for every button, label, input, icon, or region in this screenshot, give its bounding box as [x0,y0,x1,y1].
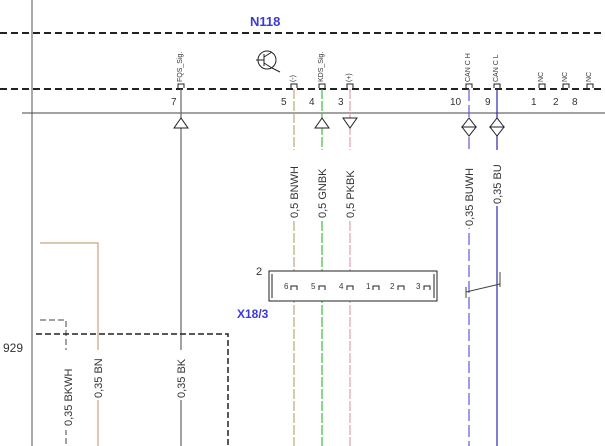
up-arrow-icon [173,117,189,129]
bidirectional-arrow-icon [460,117,478,137]
pin-number: 8 [572,97,578,108]
connector-pin-number: 5 [311,282,316,291]
pin-signal-label: CAN C H [465,53,472,82]
connector-pin-number: 3 [416,282,421,291]
wire-label: 0,5 PKBK [345,170,357,218]
pin-signal-label: (+) [346,73,353,82]
pin-signal-label: NC [586,72,593,82]
transistor-icon [256,50,281,73]
wire-label: 0,35 BUWH [464,168,476,226]
connector-pin-brackets [290,285,431,290]
pin-number: 4 [309,97,315,108]
component-label: N118 [250,14,280,29]
wire-label: 0,35 BU [492,164,504,204]
pin-signal-label: NC [562,72,569,82]
pin-number: 2 [553,97,559,108]
harness-box [36,333,229,446]
pin-signal-label: NC [538,72,545,82]
connector-pin-number: 4 [339,282,344,291]
wire-label: 0,35 BKWH [63,368,75,426]
pin-signal-label: CAN C L [493,54,500,82]
pin-number: 7 [171,97,177,108]
pin-number: 5 [281,97,287,108]
connector-side-number: 2 [256,266,262,278]
pin-number: 1 [531,97,537,108]
twisted-pair-icon [465,272,501,298]
ground-ref-label: 929 [3,341,23,355]
connector-pin-number: 1 [366,282,371,291]
pin-signal-label: KDS_Sig. [318,52,325,82]
wire-label: 0,5 BNWH [289,166,301,218]
connector-label: X18/3 [237,307,269,321]
wire-label: 0,5 GNBK [317,168,329,218]
pin-number: 10 [450,97,462,108]
connector-pin-number: 6 [284,282,289,291]
wire-label: 0,35 BK [176,358,188,398]
up-arrow-icon [314,117,330,129]
down-arrow-icon [342,117,358,129]
pin-number: 9 [485,97,491,108]
connector-pin-number: 2 [390,282,395,291]
bidirectional-arrow-icon [488,117,506,137]
wire-label: 0,35 BN [93,358,105,398]
pin-signal-label: (-) [290,75,297,82]
pin-number: 3 [338,97,344,108]
pin-signal-label: FQS_Sig. [177,52,184,82]
pin-brackets [177,83,594,88]
